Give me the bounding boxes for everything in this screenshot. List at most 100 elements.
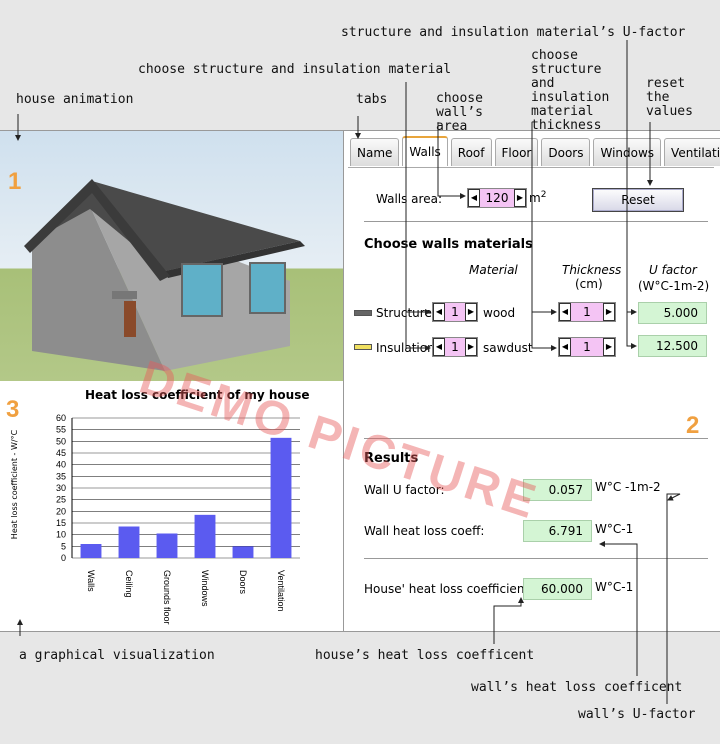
wall-u-unit: W°C -1m-2 [595,480,661,494]
chart-x-tick-label: Walls [86,570,96,592]
annotation-wall-u-factor: wall’s U-factor [578,707,696,722]
materials-heading: Choose walls materials [364,237,533,252]
walls-area-unit: m2 [529,190,547,205]
insulation-label: Insulation [376,341,435,355]
decrement-icon[interactable]: ◀ [468,189,480,207]
annotation-wall-heat-loss: wall’s heat loss coefficent [471,680,683,695]
tab-ventilation[interactable]: Ventilation [664,138,720,166]
chart-y-tick-label: 60 [56,413,66,423]
decrement-icon[interactable]: ◀ [559,338,571,356]
tab-name[interactable]: Name [350,138,400,166]
increment-icon[interactable]: ▶ [603,338,615,356]
insulation-u-factor: 12.500 [638,335,707,357]
decrement-icon[interactable]: ◀ [433,303,445,321]
walls-area-stepper[interactable]: ◀ 120 ▶ [467,188,527,208]
annotation-house-heat-loss: house’s heat loss coefficent [315,648,535,663]
structure-label: Structure [376,306,432,320]
chart-y-tick-label: 0 [61,553,66,563]
wall-u-label: Wall U factor: [364,483,445,497]
increment-icon[interactable]: ▶ [465,303,477,321]
insulation-thickness-stepper[interactable]: ◀ 1 ▶ [558,337,616,357]
column-thickness-unit: (cm) [575,277,603,291]
chart-y-tick-label: 10 [56,530,66,540]
insulation-material-index: 1 [451,340,459,354]
tab-windows[interactable]: Windows [593,138,662,166]
structure-material-stepper[interactable]: ◀ 1 ▶ [432,302,478,322]
house-animation-view [0,131,343,381]
wall-heat-loss-value: 6.791 [523,520,592,542]
chart-bar [270,437,292,558]
tab-bar: Name Walls Roof Floor Doors Windows Vent… [350,136,720,166]
chart-bar [118,526,140,558]
chart-y-tick-label: 55 [56,425,66,435]
structure-material-name: wood [483,306,516,320]
insulation-material-stepper[interactable]: ◀ 1 ▶ [432,337,478,357]
insulation-swatch [354,344,372,350]
tab-underline [348,167,714,168]
structure-u-factor: 5.000 [638,302,707,324]
chart-x-tick-label: Grounds floor [162,570,172,625]
tab-roof[interactable]: Roof [450,138,492,166]
divider-2 [364,438,708,439]
insulation-material-name: sawdust [483,341,533,355]
chart-bar [156,533,178,558]
wall-heat-loss-unit: W°C-1 [595,522,634,536]
column-material: Material [469,263,518,277]
increment-icon[interactable]: ▶ [603,303,615,321]
chart-title: Heat loss coefficient of my house [85,388,310,402]
annotation-u-factor: structure and insulation material’s U-fa… [341,25,686,40]
panel-divider [343,131,344,631]
wall-heat-loss-label: Wall heat loss coeff: [364,524,485,538]
annotation-choose-wall-area: choose wall’s area [436,91,483,134]
walls-area-value: 120 [485,191,509,205]
insulation-thickness-value: 1 [583,340,591,354]
chart-y-tick-label: 40 [56,460,66,470]
increment-icon[interactable]: ▶ [465,338,477,356]
reset-button[interactable]: Reset [592,188,684,212]
chart-y-tick-label: 50 [56,436,66,446]
annotation-reset-values: reset the values [646,76,693,119]
walls-area-label: Walls area: [376,192,442,206]
section-number-3: 3 [6,396,20,423]
house-icon [24,179,305,371]
house-heat-loss-unit: W°C-1 [595,580,634,594]
increment-icon[interactable]: ▶ [514,189,526,207]
chart-x-tick-label: Windows [200,570,210,607]
chart-x-tick-label: Ceiling [124,570,134,598]
annotation-graphical-viz: a graphical visualization [19,648,215,663]
chart-x-tick-label: Doors [238,570,248,595]
structure-thickness-value: 1 [583,305,591,319]
chart-y-tick-label: 30 [56,483,66,493]
section-number-2: 2 [686,412,700,439]
column-thickness: Thickness [562,263,622,277]
divider-3 [364,558,708,559]
column-u-factor-unit: (W°C-1m-2) [638,279,710,293]
tab-doors[interactable]: Doors [541,138,591,166]
structure-material-index: 1 [451,305,459,319]
section-number-1: 1 [8,168,22,195]
chart-y-tick-label: 25 [56,495,66,505]
structure-thickness-stepper[interactable]: ◀ 1 ▶ [558,302,616,322]
results-heading: Results [364,451,419,466]
annotation-house-animation: house animation [16,92,134,107]
structure-swatch [354,310,372,316]
chart-y-tick-label: 35 [56,471,66,481]
column-u-factor: U factor [649,263,697,277]
annotation-choose-thickness: choose structure and insulation material… [531,48,610,133]
house-heat-loss-label: House' heat loss coefficient: [364,582,534,596]
chart-y-tick-label: 5 [61,541,66,551]
chart-y-tick-label: 45 [56,448,66,458]
decrement-icon[interactable]: ◀ [433,338,445,356]
chart-x-tick-label: Ventilation [276,570,286,612]
chart-bar [80,544,102,558]
chart-y-tick-label: 20 [56,506,66,516]
wall-u-value: 0.057 [523,479,592,501]
decrement-icon[interactable]: ◀ [559,303,571,321]
tab-walls[interactable]: Walls [402,136,448,166]
tab-floor[interactable]: Floor [494,138,539,166]
annotation-tabs: tabs [356,92,388,107]
chart-bar [194,514,216,558]
chart-bar [232,546,254,558]
divider-1 [364,221,708,222]
